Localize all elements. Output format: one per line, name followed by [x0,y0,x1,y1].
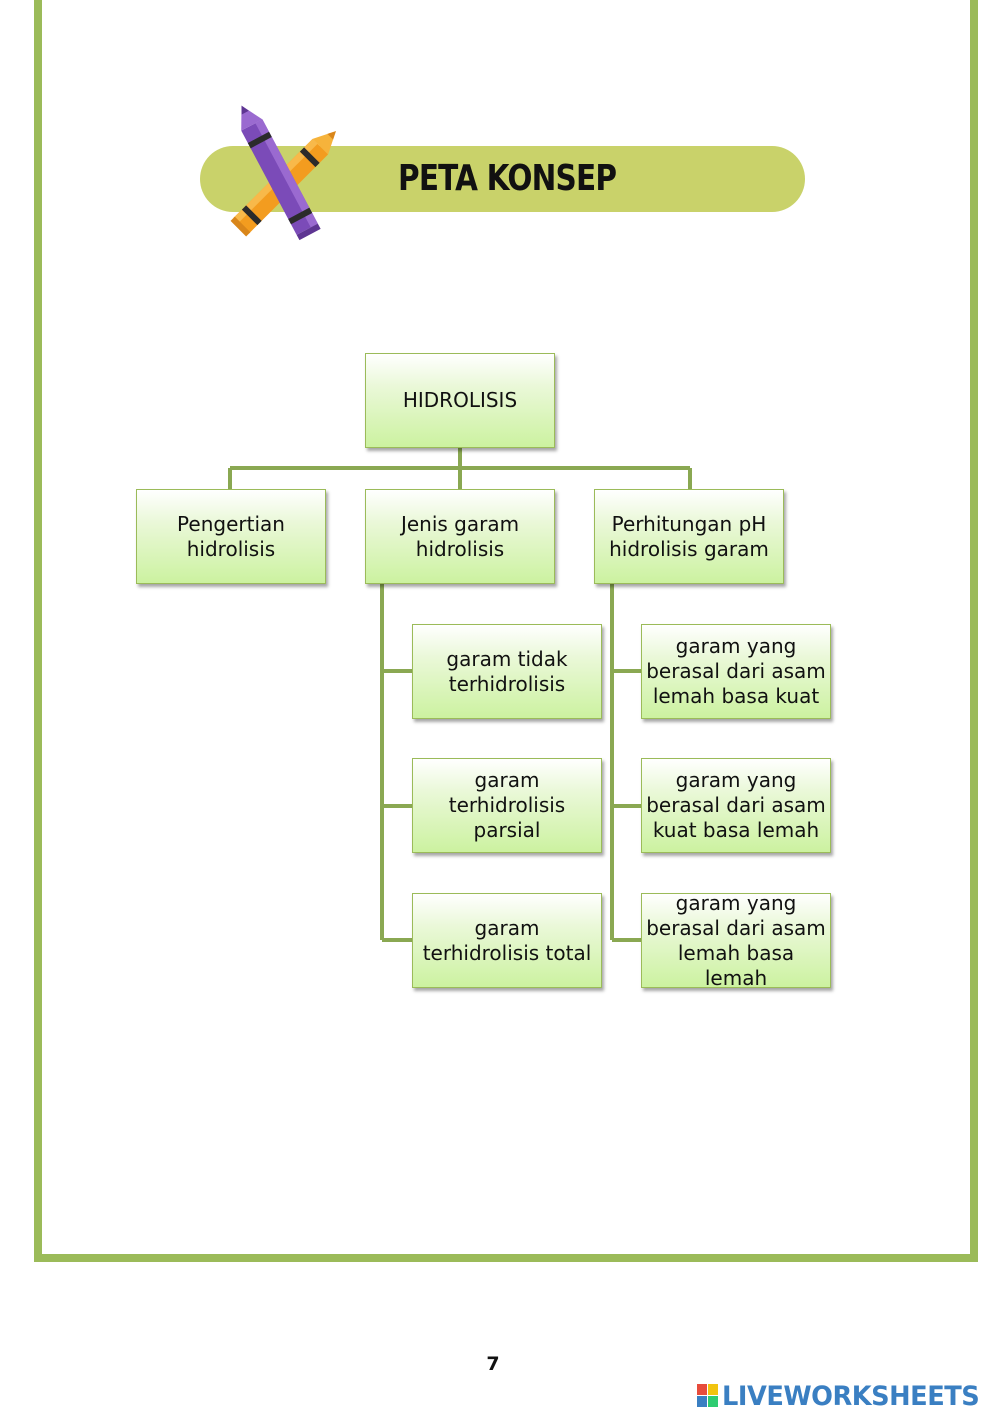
concept-asam-lemah-basa-lemah: garam yang berasal dari asam lemah basa … [641,891,831,990]
crossed-crayons-icon [230,105,336,241]
concept-perhitungan-ph: Perhitungan pH hidrolisis garam [594,489,784,584]
liveworksheets-icon [697,1384,719,1408]
page-title: PETA KONSEP [398,158,617,199]
concept-root: HIDROLISIS [365,353,555,448]
concept-garam-terhidrolisis-total: garam terhidrolisis total [412,893,602,988]
page-frame [34,0,978,1262]
concept-garam-terhidrolisis-parsial: garam terhidrolisis parsial [412,758,602,853]
page-number: 7 [486,1353,500,1375]
concept-garam-tidak-terhidrolisis: garam tidak terhidrolisis [412,624,602,719]
liveworksheets-logo[interactable]: LIVEWORKSHEETS [697,1376,993,1416]
concept-pengertian: Pengertian hidrolisis [136,489,326,584]
liveworksheets-wordmark: LIVEWORKSHEETS [722,1380,980,1412]
concept-jenis-garam: Jenis garam hidrolisis [365,489,555,584]
concept-asam-lemah-basa-kuat: garam yang berasal dari asam lemah basa … [641,624,831,719]
concept-asam-kuat-basa-lemah: garam yang berasal dari asam kuat basa l… [641,758,831,853]
